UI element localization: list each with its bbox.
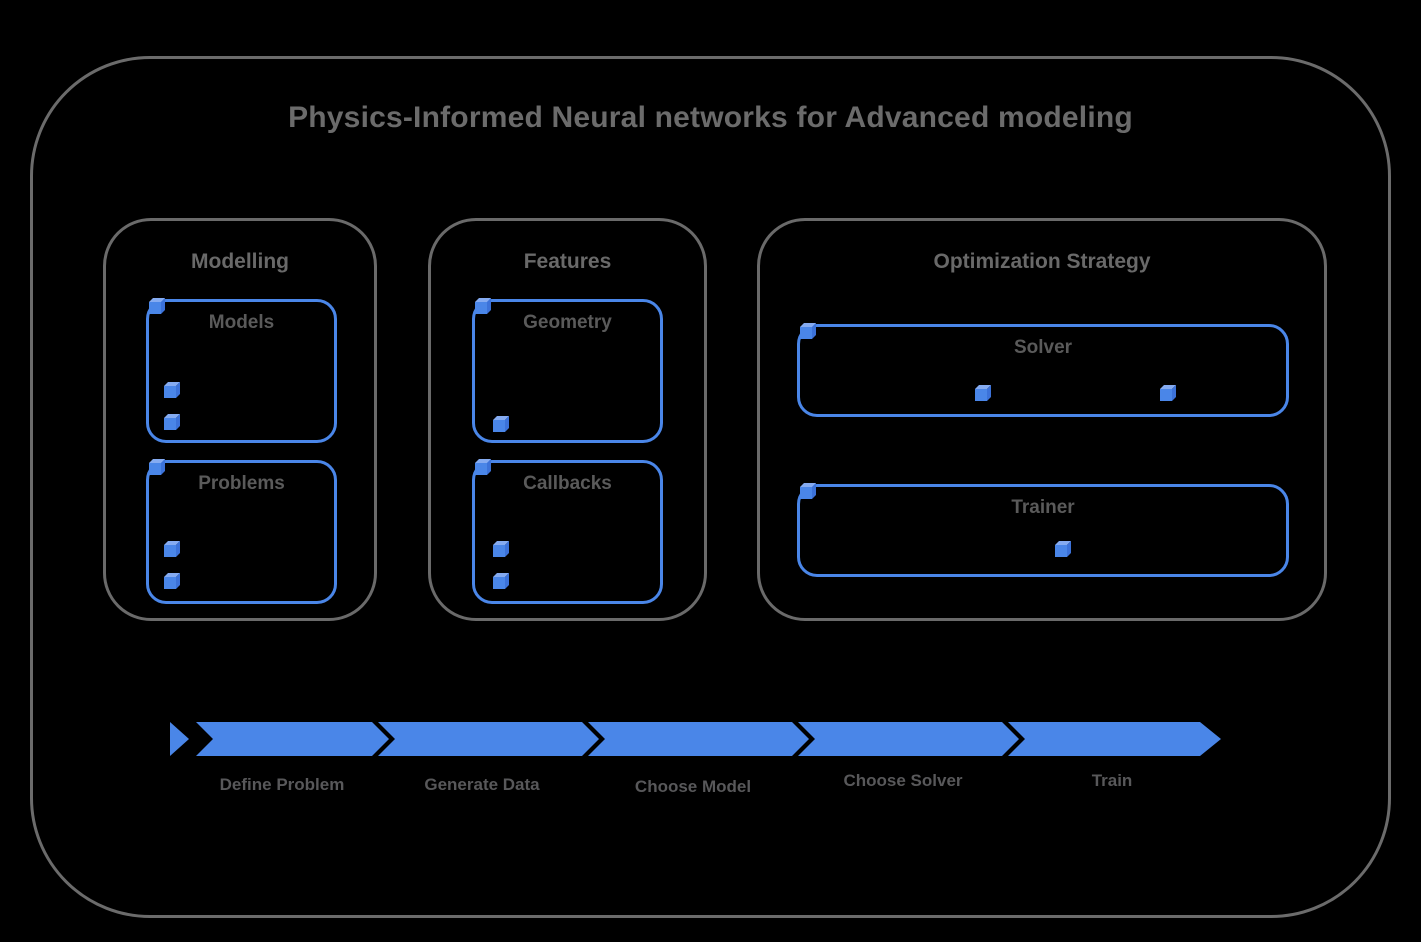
cube-icon bbox=[1055, 545, 1067, 557]
arrow-segment-2 bbox=[378, 722, 599, 756]
diagram-outer-frame bbox=[30, 56, 1391, 918]
flow-step-define-problem: Define Problem bbox=[219, 775, 345, 794]
cube-icon bbox=[493, 577, 505, 589]
flow-step-generate-data: Generate Data bbox=[424, 775, 540, 794]
cube-icon bbox=[164, 386, 176, 398]
box-models: Models bbox=[146, 299, 337, 443]
arrow-segment-1 bbox=[196, 722, 389, 756]
cube-icon bbox=[1160, 389, 1172, 401]
cube-icon bbox=[164, 418, 176, 430]
group-optimization-strategy-label: Optimization Strategy bbox=[933, 250, 1151, 273]
cube-icon bbox=[493, 420, 505, 432]
flow-step-choose-model: Choose Model bbox=[634, 777, 752, 796]
flow-step-train: Train bbox=[1091, 771, 1133, 790]
cube-icon bbox=[493, 545, 505, 557]
process-arrow bbox=[170, 722, 1221, 756]
cube-icon bbox=[149, 463, 161, 475]
cube-icon bbox=[800, 327, 812, 339]
arrow-start-chevron-icon bbox=[170, 722, 189, 756]
arrow-segment-3 bbox=[588, 722, 809, 756]
box-problems-label: Problems bbox=[198, 473, 285, 494]
cube-icon bbox=[164, 545, 176, 557]
flow-step-choose-solver: Choose Solver bbox=[843, 771, 963, 790]
box-problems: Problems bbox=[146, 460, 337, 604]
arrow-segment-5 bbox=[1008, 722, 1221, 756]
cube-icon bbox=[475, 463, 487, 475]
box-geometry-label: Geometry bbox=[523, 312, 612, 333]
box-models-label: Models bbox=[208, 312, 275, 333]
arrow-segment-4 bbox=[798, 722, 1019, 756]
box-callbacks: Callbacks bbox=[472, 460, 663, 604]
group-optimization-strategy: Optimization Strategy Solver Trainer bbox=[757, 218, 1327, 621]
box-geometry: Geometry bbox=[472, 299, 663, 443]
cube-icon bbox=[800, 487, 812, 499]
box-trainer-label: Trainer bbox=[1011, 497, 1075, 518]
box-solver: Solver bbox=[797, 324, 1289, 417]
box-trainer: Trainer bbox=[797, 484, 1289, 577]
group-features: Features Geometry Callbacks bbox=[428, 218, 707, 621]
cube-icon bbox=[475, 302, 487, 314]
group-modelling: Modelling Models Problems bbox=[103, 218, 377, 621]
group-modelling-label: Modelling bbox=[191, 250, 289, 273]
cube-icon bbox=[164, 577, 176, 589]
cube-icon bbox=[975, 389, 987, 401]
box-callbacks-label: Callbacks bbox=[523, 473, 612, 494]
group-features-label: Features bbox=[523, 250, 612, 273]
diagram-title: Physics-Informed Neural networks for Adv… bbox=[288, 101, 1133, 134]
box-solver-label: Solver bbox=[1013, 337, 1073, 358]
cube-icon bbox=[149, 302, 161, 314]
